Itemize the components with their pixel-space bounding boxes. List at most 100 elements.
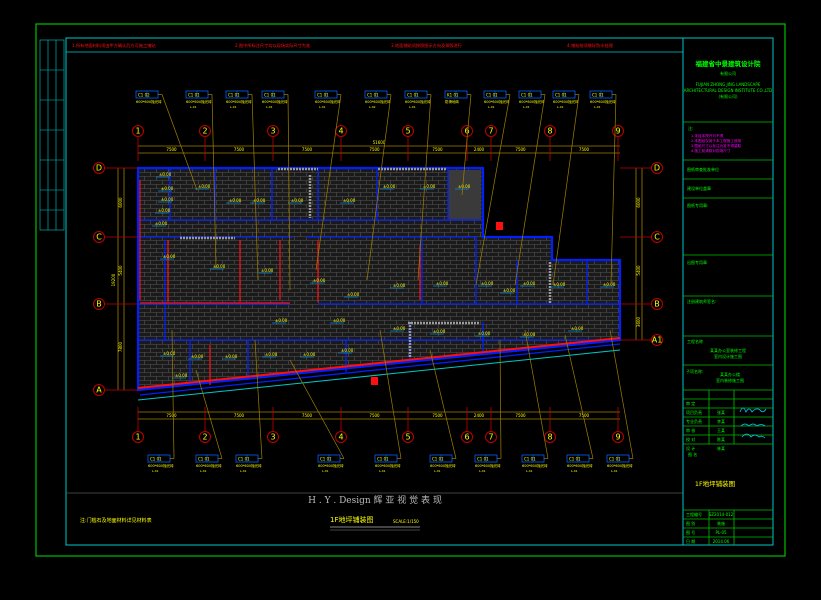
issue-seal-label: 出图专用章 [687,259,707,265]
axis-bubble [93,384,105,396]
axis-label: 7 [488,433,493,442]
level-marker: ±0.00 [390,326,406,332]
tag-sub: L-01 [230,105,237,109]
level-text: ±0.00 [383,184,396,189]
level-marker: ±0.00 [262,352,278,358]
tag-sub: L-01 [409,105,416,109]
level-marker: ±0.00 [172,373,188,379]
header-note: 3.地面铺贴须按照图示方向及排版进行 [391,42,462,49]
tag-desc: 600*600抛光砖 [318,463,344,468]
company-en: FUJIAN ZHONG JING LANDSCAPE [696,82,761,87]
sheet-title: 1F地坪铺装图 [695,479,735,488]
tag-desc: 600*600抛光砖 [607,463,633,468]
tag-sub: L-01 [379,469,386,473]
plan-outline [136,166,622,392]
level-marker: ±0.00 [226,198,242,204]
axis-label: 8 [547,433,552,442]
level-marker: ±0.00 [310,278,326,284]
tag-code: C1 01 [367,92,379,97]
axis-bubble [485,431,497,443]
axis-label: C [654,233,660,242]
level-text: ±0.00 [393,283,406,288]
tag-code: C1 01 [524,456,536,461]
tag-desc: 600*600抛光砖 [405,99,431,104]
info-label: 日 期 [686,538,695,544]
level-text: ±0.00 [275,318,288,323]
dim-segment: 7500 [234,147,245,152]
level-text: ±0.00 [313,278,326,283]
tag-desc: 600*600抛光砖 [553,99,579,104]
level-text: ±0.00 [393,326,406,331]
tag-desc: 600*600抛光砖 [236,463,262,468]
info-value: 装施 [717,520,725,526]
level-marker: ±0.00 [340,198,356,204]
tag-sub: L-01 [200,469,207,473]
axis-bubble [612,431,624,443]
tag-desc: 600*600抛光砖 [430,463,456,468]
level-marker: ±0.00 [210,264,226,270]
sign-name: 林某 [717,445,725,451]
tag-sub: L-01 [319,105,326,109]
axis-label: 1 [135,433,140,442]
axis-label: 3 [270,433,275,442]
leader-line [195,369,223,459]
sign-role: 审 定 [686,400,695,406]
axis-bubble [199,431,211,443]
tag-desc: 600*600抛光砖 [519,99,545,104]
tag-code: K1 01 [447,92,459,97]
level-marker: ±0.00 [272,318,288,324]
axis-label: D [96,164,102,173]
dim-segment: 7500 [234,413,245,418]
level-marker: ±0.00 [550,282,566,288]
axis-label: C [96,233,102,242]
dim-segment: 7500 [302,147,313,152]
sign-name: 李某 [717,418,725,424]
level-text: ±0.00 [478,331,491,336]
dim-segment: 7500 [579,413,590,418]
axis-label: 8 [547,127,552,136]
level-text: ±0.00 [225,354,238,359]
drawing-title: 1F地坪铺装图 [330,515,373,524]
dim-segment: 2400 [474,147,485,152]
tag-code: C1 01 [609,456,621,461]
axis-label: 9 [615,127,620,136]
axis-label: 5 [405,127,410,136]
level-marker: ±0.00 [600,282,616,288]
axis-label: 4 [338,127,343,136]
level-text: ±0.00 [159,172,172,177]
level-text: ±0.00 [423,184,436,189]
handwritten-signatures [739,407,767,439]
tag-sub: L-01 [611,469,618,473]
leader-line [315,94,342,271]
tag-sub: L-01 [434,469,441,473]
tag-sub: L-01 [523,105,530,109]
partition-walls [180,167,552,358]
column-marker [371,377,378,385]
info-label: 图 号 [686,529,695,535]
title-notes: 1.未经本院许可不得2.本图纸仅用于本工程施工使用3.图纸尺寸以标注为准不得量取… [691,133,742,153]
title-note: 1.未经本院许可不得 [691,133,724,138]
title-block: 福建省中景建筑设计院 有限公司 FUJIAN ZHONG JING LANDSC… [683,59,773,545]
